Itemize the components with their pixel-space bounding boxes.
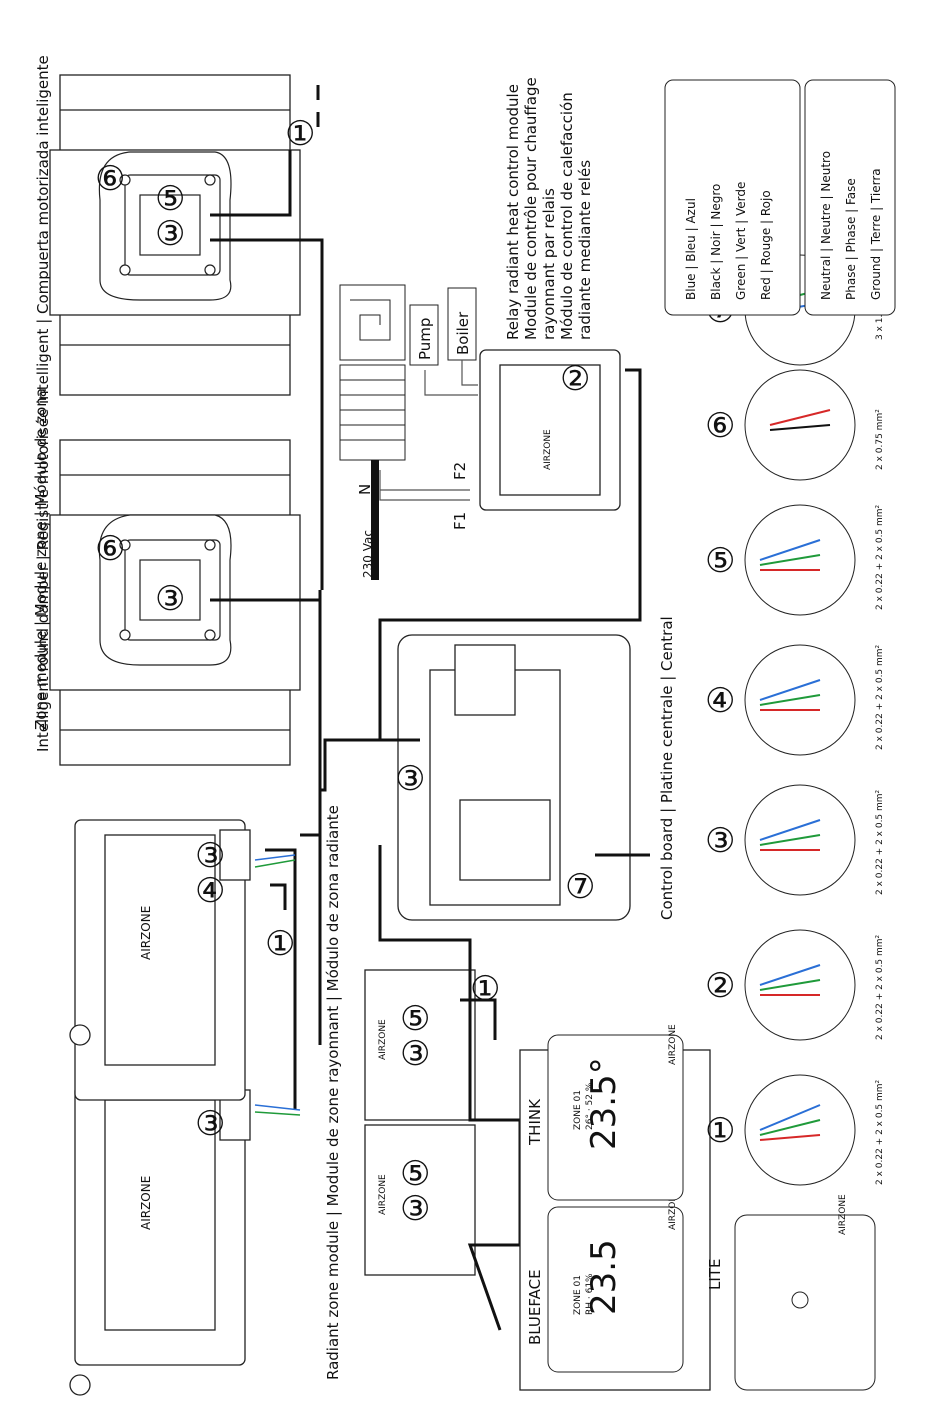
radiant-module-2-brand: AIRZONE (378, 1019, 388, 1060)
svg-text:Green | Vert | Verde: Green | Vert | Verde (734, 182, 748, 300)
callout-3-rad2: ③ (400, 1034, 430, 1074)
svg-text:2 x 0.75 mm²: 2 x 0.75 mm² (875, 409, 885, 470)
control-board-title: Control board | Platine centrale | Centr… (658, 616, 676, 920)
svg-text:Red | Rouge | Rojo: Red | Rouge | Rojo (759, 190, 773, 300)
pump-box (409, 304, 439, 366)
svg-text:Neutral | Neutre | Neutro: Neutral | Neutre | Neutro (819, 151, 833, 300)
lite-thermostat: AIRZONE (734, 1194, 876, 1391)
damper-title-visible: Intelligent round damper | Registre moto… (34, 55, 52, 752)
callout-1-damper2: ① (285, 114, 315, 154)
relay-module (479, 349, 621, 511)
lite-title: LITE (706, 1259, 724, 1290)
callout-5-damper2: ⑤ (155, 179, 185, 219)
svg-text:23.5°: 23.5° (584, 1057, 624, 1150)
think-title: THINK (526, 1098, 544, 1146)
damper-unit-1 (98, 514, 232, 666)
callout-3-rad1: ③ (400, 1189, 430, 1229)
callout-3-damper1: ③ (155, 579, 185, 619)
svg-text:AIRZONE: AIRZONE (668, 1189, 678, 1230)
connector-details: ① 2 x 0.22 + 2 x 0.5 mm² ② 2 x 0.22 + 2 … (705, 254, 885, 1186)
svg-text:Ground | Terre | Tierra: Ground | Terre | Tierra (869, 168, 883, 300)
svg-text:Black | Noir | Negro: Black | Noir | Negro (709, 184, 723, 300)
svg-text:AIRZONE: AIRZONE (838, 1194, 848, 1235)
boiler-label: Boiler (454, 311, 472, 355)
svg-text:②: ② (705, 966, 735, 1006)
radiant-zone-title: Radiant zone module | Module de zone ray… (324, 805, 342, 1380)
svg-text:④: ④ (705, 681, 735, 721)
connector-5: ⑤ 2 x 0.22 + 2 x 0.5 mm² (705, 504, 885, 616)
power-legend: Neutral | Neutre | Neutro Phase | Phase … (804, 79, 896, 316)
callout-2-relay: ② (560, 359, 590, 399)
damper-unit-2 (98, 151, 232, 301)
svg-text:ZONE 01: ZONE 01 (573, 1090, 583, 1130)
svg-text:26° · 52 %: 26° · 52 % (585, 1082, 595, 1130)
radiant-module-1-brand: AIRZONE (378, 1174, 388, 1215)
n-label: N (356, 484, 374, 495)
callout-4-zone2: ④ (195, 871, 225, 911)
svg-text:Phase | Phase | Fase: Phase | Phase | Fase (844, 178, 858, 300)
connector-2: ② 2 x 0.22 + 2 x 0.5 mm² (705, 929, 885, 1041)
svg-text:23.5: 23.5 (584, 1239, 624, 1315)
pump-label: Pump (416, 318, 434, 360)
zone-module-1-brand: AIRZONE (139, 1176, 153, 1230)
svg-text:⑥: ⑥ (705, 406, 735, 446)
connector-6: ⑥ 2 x 0.75 mm² (705, 369, 885, 481)
radiant-floor-icon (339, 284, 406, 361)
blueface-thermostat: 23.5 ZONE 01 RH · 61% AIRZONE (547, 1189, 684, 1373)
boiler-box (447, 287, 477, 361)
svg-text:2 x 0.22 + 2 x 0.5 mm²: 2 x 0.22 + 2 x 0.5 mm² (875, 644, 885, 750)
svg-text:RH · 61%: RH · 61% (585, 1273, 595, 1315)
think-thermostat: 23.5° ZONE 01 26° · 52 % AIRZONE (547, 1024, 684, 1201)
vac-label: 230 Vac (361, 530, 375, 578)
callout-1-zone2: ① (265, 924, 295, 964)
svg-text:AIRZONE: AIRZONE (668, 1024, 678, 1065)
zone-module-title: Zone module | Module zone | Módulo de zo… (32, 388, 50, 730)
radiant-module-2 (364, 969, 476, 1121)
callouts: ③ ③ ④ ① ③ ⑤ ③ ⑤ ① ③ ⑦ ② ③ ⑥ ③ ⑤ ⑥ ① (95, 114, 595, 1229)
callout-7-board: ⑦ (565, 867, 595, 907)
connector-1: ① 2 x 0.22 + 2 x 0.5 mm² (705, 1074, 885, 1186)
radiator-icon (339, 364, 406, 461)
callout-6-damper1: ⑥ (95, 529, 125, 569)
control-board (397, 634, 631, 921)
f1-label: F1 (451, 512, 469, 530)
blueface-title: BLUEFACE (526, 1269, 544, 1345)
f2-label: F2 (451, 462, 469, 480)
relay-title: Relay radiant heat control module Module… (504, 77, 594, 340)
bus-wiring (210, 150, 650, 1331)
wire-color-legend: Blue | Bleu | Azul Black | Noir | Negro … (664, 79, 801, 316)
callout-3-damper2: ③ (155, 214, 185, 254)
relay-brand: AIRZONE (543, 429, 553, 470)
callout-5-rad1: ⑤ (400, 1154, 430, 1194)
svg-text:Módulo de control de calefacci: Módulo de control de calefacción (558, 92, 576, 340)
svg-text:Relay radiant heat control mod: Relay radiant heat control module (504, 84, 522, 340)
callout-6-damper2: ⑥ (95, 159, 125, 199)
svg-text:2 x 0.22 + 2 x 0.5 mm²: 2 x 0.22 + 2 x 0.5 mm² (875, 934, 885, 1040)
zone-module-2-brand: AIRZONE (139, 906, 153, 960)
callout-3-zone2: ③ (195, 836, 225, 876)
radiant-module-1 (364, 1124, 476, 1276)
svg-text:radiante mediante relés: radiante mediante relés (576, 160, 594, 340)
svg-text:rayonnant par relais: rayonnant par relais (540, 188, 558, 340)
svg-text:①: ① (705, 1111, 735, 1151)
callout-1-rad2: ① (470, 969, 500, 1009)
callout-5-rad2: ⑤ (400, 999, 430, 1039)
floor-coil (350, 299, 391, 341)
svg-text:Module de contrôle pour chauff: Module de contrôle pour chauffage (522, 77, 540, 340)
svg-text:2 x 0.22 + 2 x 0.5 mm²: 2 x 0.22 + 2 x 0.5 mm² (875, 1079, 885, 1185)
callout-3-board: ③ (395, 759, 425, 799)
zone-module-2 (69, 819, 251, 1101)
svg-text:⑤: ⑤ (705, 541, 735, 581)
svg-text:Blue | Bleu | Azul: Blue | Bleu | Azul (684, 198, 698, 300)
svg-text:2 x 0.22 + 2 x 0.5 mm²: 2 x 0.22 + 2 x 0.5 mm² (875, 504, 885, 610)
callout-3-zone1: ③ (195, 1104, 225, 1144)
connector-3: ③ 2 x 0.22 + 2 x 0.5 mm² (705, 784, 885, 896)
svg-text:2 x 0.22 + 2 x 0.5 mm²: 2 x 0.22 + 2 x 0.5 mm² (875, 789, 885, 895)
svg-text:ZONE 01: ZONE 01 (573, 1275, 583, 1315)
connector-4: ④ 2 x 0.22 + 2 x 0.5 mm² (705, 644, 885, 756)
svg-text:③: ③ (705, 821, 735, 861)
